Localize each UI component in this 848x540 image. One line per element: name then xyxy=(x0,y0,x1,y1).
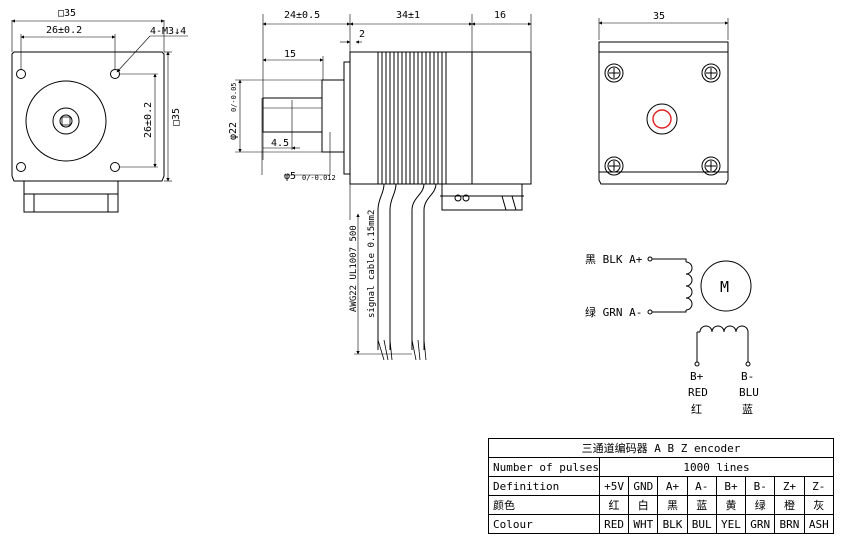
wiring-diagram xyxy=(647,256,752,367)
table-cell: Z+ xyxy=(774,476,805,496)
row-label: Number of pulses xyxy=(488,457,600,477)
side-shaft-tol: 0/-0.012 xyxy=(302,174,336,182)
coil-a xyxy=(685,261,693,311)
wire-b-minus-color: BLU xyxy=(739,386,759,399)
front-dim-width: □35 xyxy=(58,8,76,19)
coil-b xyxy=(699,325,749,333)
side-cable-encoder xyxy=(411,183,437,350)
side-motor-body xyxy=(349,51,473,185)
front-body-outline xyxy=(11,51,165,182)
table-cell: 红 xyxy=(598,495,630,515)
front-shaft xyxy=(59,114,73,128)
side-dim-shaft-length: 24±0.5 xyxy=(284,10,320,21)
side-cable-spec-1: AWG22 UL1007 500 xyxy=(349,225,359,312)
side-dim-body-length: 34±1 xyxy=(396,10,420,21)
row-label: Definition xyxy=(488,476,600,496)
table-cell: 黑 xyxy=(657,495,688,515)
front-dim-hole-pitch-v: 26±0.2 xyxy=(143,102,154,138)
wire-b-plus-cn: 红 xyxy=(691,403,702,416)
side-cable-spec-2: signal cable 0.15mm2 xyxy=(367,210,377,318)
side-dim-flange: 2 xyxy=(359,29,365,40)
side-shaft xyxy=(262,97,322,133)
row-label: Colour xyxy=(488,514,600,534)
table-cell: BRN xyxy=(774,514,805,534)
motor-symbol xyxy=(700,260,752,312)
table-cell: BUL xyxy=(686,514,717,534)
rear-body-outline xyxy=(598,41,729,185)
table-cell: 白 xyxy=(628,495,659,515)
table-cell: 绿 xyxy=(745,495,776,515)
rear-screw-bl xyxy=(604,156,624,176)
table-cell: GRN xyxy=(745,514,776,534)
table-title: 三通道编码器 A B Z encoder xyxy=(488,438,834,458)
encoder-spec-table: 三通道编码器 A B Z encoder Number of pulses 10… xyxy=(488,438,835,534)
wire-b-minus-cn: 蓝 xyxy=(742,403,753,416)
table-cell: B- xyxy=(745,476,776,496)
front-connector-bracket xyxy=(23,181,119,213)
wire-a-plus-label: 黑 BLK A+ xyxy=(585,253,643,266)
table-cell: GND xyxy=(628,476,659,496)
side-dim-4-5: 4.5 xyxy=(271,138,289,149)
side-flange xyxy=(343,61,351,175)
rear-view xyxy=(598,18,729,185)
table-cell: A+ xyxy=(657,476,688,496)
table-cell: YEL xyxy=(715,514,747,534)
rear-screw-tr xyxy=(701,63,721,83)
front-view xyxy=(11,19,188,213)
front-hole-tl xyxy=(16,69,26,79)
front-boss-outer xyxy=(25,80,107,162)
table-row: Colour RED WHT BLK BUL YEL GRN BRN ASH xyxy=(488,514,835,534)
table-cell: RED xyxy=(598,514,630,534)
table-cell: ASH xyxy=(803,514,835,534)
front-hole-bl xyxy=(16,162,26,172)
table-cell: 灰 xyxy=(803,495,835,515)
side-view xyxy=(235,14,532,361)
side-dim-15: 15 xyxy=(284,49,296,60)
wire-b-plus-color: RED xyxy=(688,386,708,399)
wire-b-plus-label: B+ xyxy=(690,370,704,383)
rear-dim-width: 35 xyxy=(653,11,665,22)
side-boss xyxy=(321,79,344,153)
side-boss-diameter: φ22 xyxy=(228,122,239,140)
side-cable-motor xyxy=(377,183,397,350)
table-cell: B+ xyxy=(715,476,747,496)
table-row: Definition +5V GND A+ A- B+ B- Z+ Z- xyxy=(488,476,835,496)
wire-b-minus-label: B- xyxy=(741,370,754,383)
wire-a-minus-label: 绿 GRN A- xyxy=(585,305,642,319)
front-boss-inner xyxy=(52,107,80,135)
rear-screw-br xyxy=(701,156,721,176)
pulses-value: 1000 lines xyxy=(598,457,835,477)
side-boss-tol: 0/-0.05 xyxy=(230,82,238,112)
table-cell: 蓝 xyxy=(686,495,717,515)
side-encoder-connector xyxy=(440,184,524,211)
rear-encoder-hub xyxy=(646,103,678,135)
table-cell: A- xyxy=(686,476,717,496)
front-dim-height: □35 xyxy=(171,108,182,126)
front-mount-holes-label: 4-M3↓4 xyxy=(150,26,186,37)
side-encoder-body xyxy=(471,51,532,185)
front-dim-hole-pitch-h: 26±0.2 xyxy=(46,25,82,36)
table-cell: 橙 xyxy=(774,495,805,515)
table-row: Number of pulses 1000 lines xyxy=(488,457,835,477)
table-row: 颜色 红 白 黑 蓝 黄 绿 橙 灰 xyxy=(488,495,835,515)
table-cell: BLK xyxy=(657,514,688,534)
side-shaft-diameter: φ5 xyxy=(284,171,296,182)
table-cell: Z- xyxy=(803,476,835,496)
rear-encoder-center xyxy=(652,109,672,129)
row-label: 颜色 xyxy=(488,495,600,515)
rear-screw-tl xyxy=(604,63,624,83)
table-title-row: 三通道编码器 A B Z encoder xyxy=(488,438,834,458)
table-cell: +5V xyxy=(598,476,630,496)
table-cell: 黄 xyxy=(715,495,747,515)
front-hole-br xyxy=(110,162,120,172)
motor-symbol-label: M xyxy=(720,278,729,296)
table-cell: WHT xyxy=(628,514,659,534)
side-dim-encoder-length: 16 xyxy=(494,10,506,21)
